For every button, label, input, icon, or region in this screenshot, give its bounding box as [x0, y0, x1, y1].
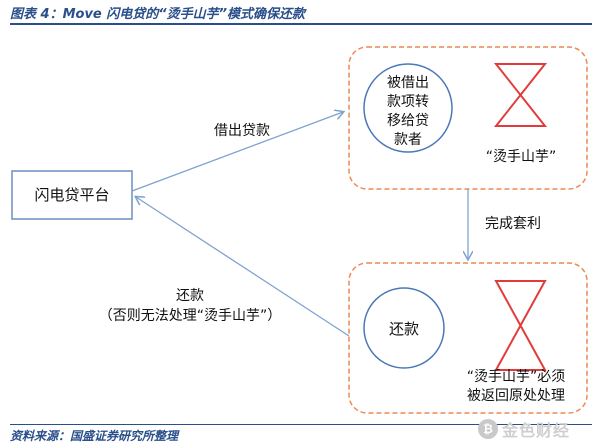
- repay-arrow: [136, 197, 350, 337]
- hot-potato-icon-bottom: [494, 280, 547, 371]
- watermark-text: 金色财经: [502, 421, 571, 440]
- footer-divider: [10, 424, 592, 425]
- title-divider: [10, 23, 592, 25]
- hot-potato-label-top: “烫手山芋”: [485, 149, 557, 165]
- watermark-logo-icon: ₿: [478, 419, 498, 439]
- repay-group-box: [348, 262, 588, 414]
- lend-edge-label: 借出贷款: [214, 123, 270, 139]
- lend-arrow: [131, 112, 343, 192]
- borrower-circle-line1: 被借出: [387, 75, 429, 91]
- repay-edge-line2: （否则无法处理“烫手山芋”）: [98, 308, 282, 324]
- borrower-circle-line2: 款项转: [387, 94, 429, 110]
- borrower-circle-label: 被借出 款项转 移给贷 款者: [368, 74, 448, 150]
- hot-potato-label-bottom-line2: 被返回原处处理: [467, 388, 565, 404]
- hot-potato-label-bottom-line1: “烫手山芋”必须: [466, 369, 566, 385]
- figure-title: 图表 4：Move 闪电贷的“烫手山芋”模式确保还款: [10, 7, 306, 22]
- figure-source: 资料来源：国盛证券研究所整理: [10, 429, 179, 443]
- borrower-circle: [363, 63, 453, 153]
- platform-box: [11, 170, 133, 220]
- repay-circle-label: 还款: [388, 320, 419, 338]
- complete-edge-label: 完成套利: [485, 216, 541, 232]
- hot-potato-label-bottom: “烫手山芋”必须 被返回原处处理: [448, 368, 584, 406]
- hot-potato-icon-top: [493, 63, 548, 127]
- watermark: ₿ 金色财经: [478, 414, 596, 444]
- platform-label: 闪电贷平台: [34, 186, 110, 204]
- repay-edge-line1: 还款: [176, 288, 204, 304]
- repay-circle: [363, 287, 445, 369]
- repay-edge-label: 还款 （否则无法处理“烫手山芋”）: [82, 286, 298, 326]
- borrower-circle-line3: 移给贷: [387, 113, 429, 129]
- borrower-circle-line4: 款者: [394, 132, 422, 148]
